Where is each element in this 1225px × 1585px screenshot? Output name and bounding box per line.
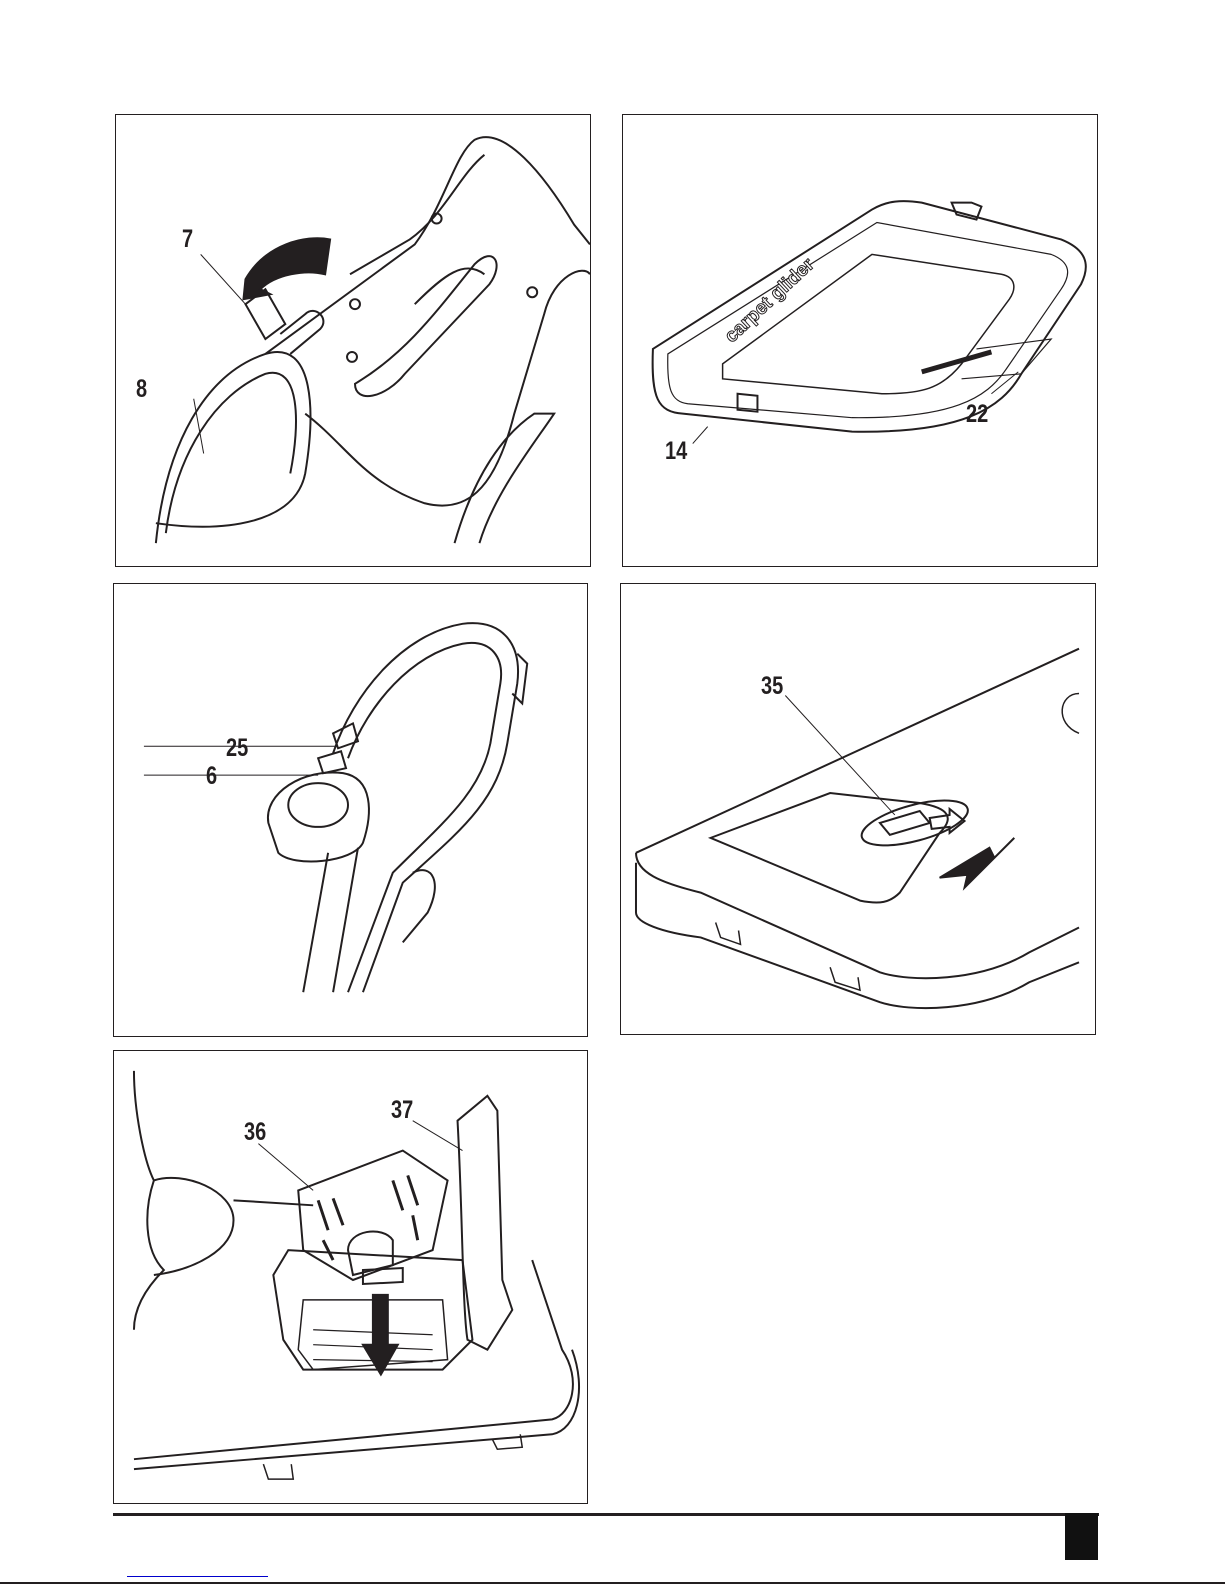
figure-c-panel: 25 6: [113, 583, 588, 1037]
callout-14: 14: [665, 437, 688, 465]
figure-e-panel: 36 37: [113, 1050, 588, 1504]
callout-36: 36: [244, 1118, 267, 1146]
callout-22: 22: [966, 400, 989, 428]
footer-rule: [113, 1513, 1099, 1516]
callout-35: 35: [761, 672, 784, 700]
figure-e-drawing: [132, 1070, 580, 1480]
callout-6: 6: [206, 762, 218, 790]
figure-b-drawing: [651, 200, 1087, 444]
page-number-box: [1065, 1513, 1098, 1560]
page-bottom-border: [0, 1582, 1225, 1584]
callout-37: 37: [391, 1096, 414, 1124]
figure-c-drawing: [143, 622, 529, 993]
figure-d-drawing: [634, 647, 1080, 1010]
callout-8: 8: [136, 375, 148, 403]
figure-d-panel: 35: [620, 583, 1096, 1035]
figure-a-drawing: [154, 136, 590, 544]
footer-link[interactable]: [127, 1562, 268, 1577]
figure-a-panel: 7 8: [115, 114, 591, 567]
callout-7: 7: [182, 225, 194, 253]
callout-25: 25: [226, 734, 249, 762]
figure-b-panel: carpet glider 14 22: [622, 114, 1098, 567]
